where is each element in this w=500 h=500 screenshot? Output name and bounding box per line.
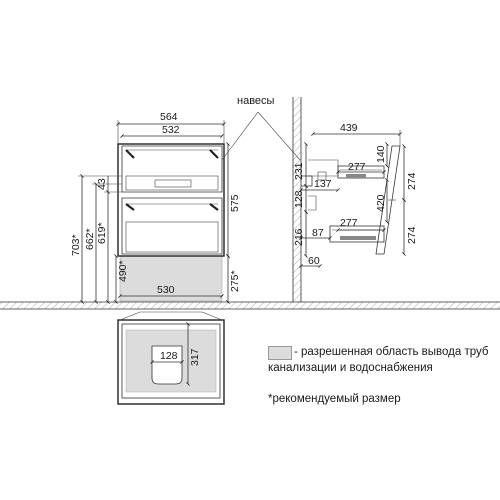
dim-137: 137 — [314, 178, 332, 190]
allowed-area-swatch — [268, 346, 292, 360]
dim-564: 564 — [160, 111, 178, 123]
front-dim-lines — [78, 120, 230, 304]
hinges-label: навесы — [237, 95, 275, 107]
dim-128-plan: 128 — [160, 350, 178, 362]
dim-216: 216 — [293, 228, 305, 246]
dim-231: 231 — [293, 162, 305, 180]
dim-703: 703* — [70, 234, 82, 256]
dim-275: 275* — [229, 270, 241, 292]
legend-line-1: - разрешенная область вывода труб — [294, 346, 489, 358]
dim-439: 439 — [340, 122, 358, 134]
dim-60: 60 — [308, 255, 320, 267]
dim-128: 128 — [293, 190, 305, 208]
dim-420: 420 — [375, 194, 387, 212]
plan-view — [117, 311, 225, 405]
dim-490: 490* — [117, 260, 129, 282]
dim-619: 619* — [96, 222, 108, 244]
dim-43: 43 — [96, 178, 108, 190]
dim-274-bottom: 274 — [406, 226, 418, 244]
dim-277-top: 277 — [348, 161, 366, 173]
floor-hatch — [0, 301, 500, 310]
dim-662: 662* — [84, 228, 96, 250]
allowed-pipe-area-front — [119, 255, 223, 302]
dim-277-bottom: 277 — [340, 217, 358, 229]
front-view — [117, 111, 301, 302]
side-view — [299, 130, 406, 268]
dim-87: 87 — [312, 227, 324, 239]
dim-317: 317 — [189, 348, 201, 366]
dim-274-top: 274 — [406, 172, 418, 190]
dim-140: 140 — [375, 145, 387, 163]
dim-530: 530 — [157, 284, 175, 296]
dim-575: 575 — [229, 194, 241, 212]
legend: - разрешенная область вывода труб канали… — [268, 344, 488, 376]
footnote: *рекомендуемый размер — [268, 393, 401, 405]
dim-532: 532 — [162, 124, 180, 136]
legend-line-2: канализации и водоснабжения — [268, 362, 433, 374]
